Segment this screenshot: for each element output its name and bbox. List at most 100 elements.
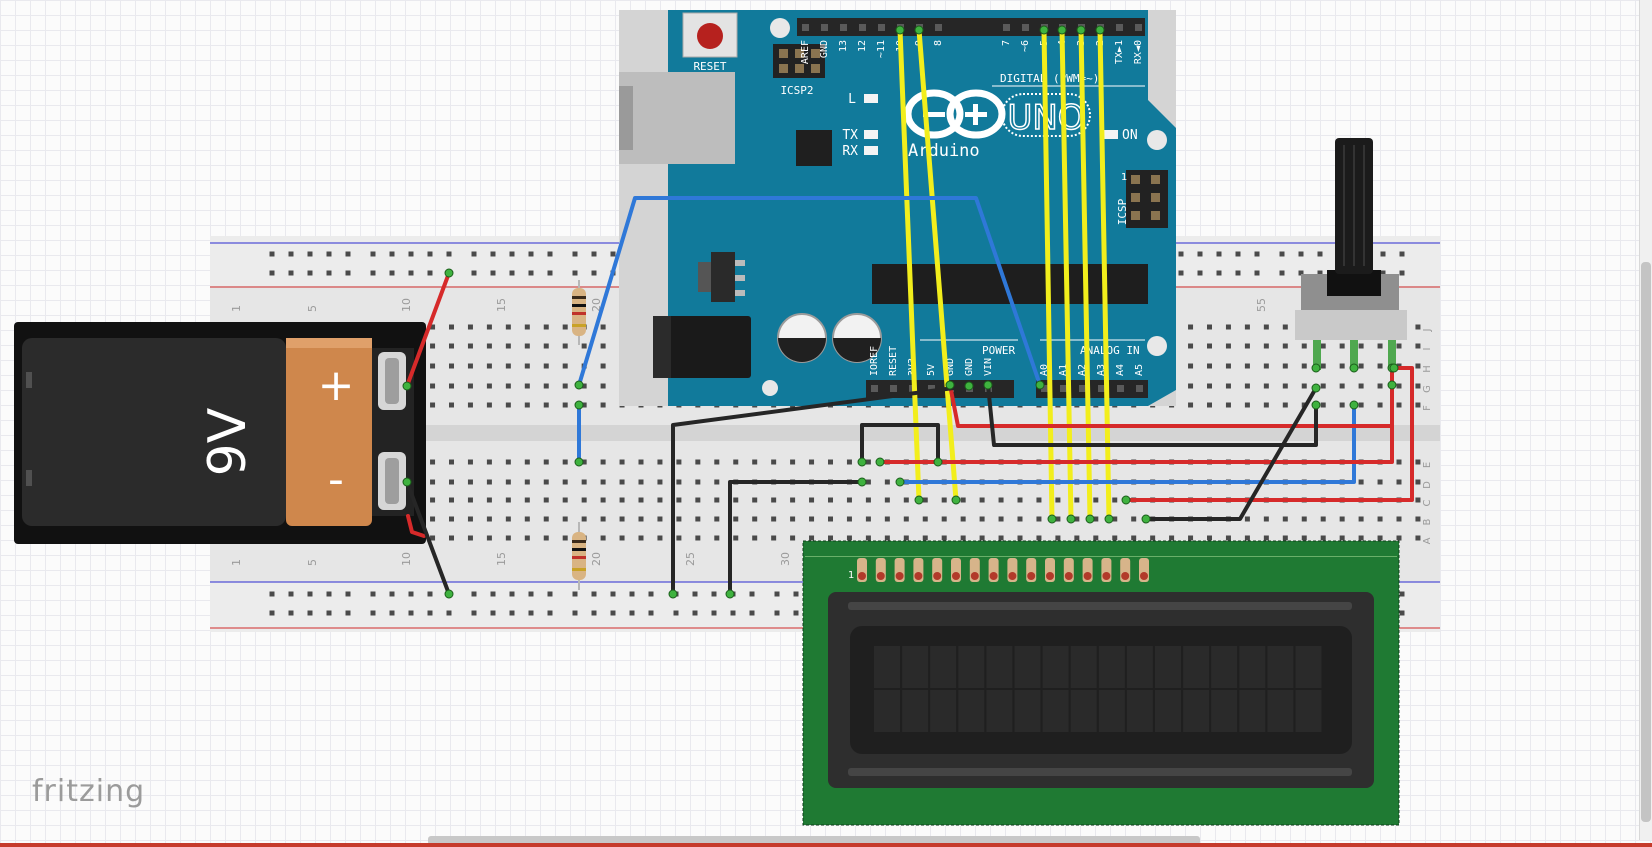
breadboard-hole[interactable] [676,516,682,522]
breadboard-hole[interactable] [543,383,549,389]
rail-hole[interactable] [370,591,376,597]
breadboard-hole[interactable] [922,535,928,541]
breadboard-hole[interactable] [486,324,492,330]
breadboard-hole[interactable] [1415,343,1421,349]
rail-hole[interactable] [692,591,698,597]
breadboard-hole[interactable] [1339,535,1345,541]
breadboard-hole[interactable] [600,324,606,330]
wire-endpoint[interactable] [725,589,735,599]
breadboard-hole[interactable] [1093,516,1099,522]
breadboard-hole[interactable] [960,535,966,541]
breadboard-hole[interactable] [1112,516,1118,522]
breadboard-hole[interactable] [505,324,511,330]
rail-hole[interactable] [345,591,351,597]
wire-endpoint[interactable] [1349,400,1359,410]
breadboard-hole[interactable] [1263,383,1269,389]
breadboard-hole[interactable] [752,516,758,522]
rail-hole[interactable] [1235,270,1241,276]
breadboard-hole[interactable] [524,459,530,465]
breadboard-hole[interactable] [657,459,663,465]
breadboard-hole[interactable] [771,459,777,465]
breadboard-hole[interactable] [524,324,530,330]
wire-endpoint[interactable] [1311,363,1321,373]
breadboard-hole[interactable] [486,402,492,408]
rail-hole[interactable] [793,591,799,597]
breadboard-hole[interactable] [1415,363,1421,369]
breadboard-hole[interactable] [1358,383,1364,389]
breadboard-hole[interactable] [865,497,871,503]
breadboard-hole[interactable] [1207,324,1212,330]
rail-hole[interactable] [307,270,313,276]
breadboard-hole[interactable] [1282,535,1288,541]
breadboard-hole[interactable] [1263,535,1269,541]
rail-hole[interactable] [1399,591,1405,597]
breadboard-hole[interactable] [505,479,511,485]
header-pin[interactable] [878,24,885,31]
breadboard-hole[interactable] [562,459,568,465]
breadboard-hole[interactable] [1263,402,1269,408]
breadboard-hole[interactable] [449,383,454,389]
breadboard-hole[interactable] [1301,343,1307,349]
rail-hole[interactable] [490,591,496,597]
rail-hole[interactable] [307,251,313,257]
breadboard-hole[interactable] [846,459,852,465]
breadboard-hole[interactable] [1339,402,1345,408]
rail-hole[interactable] [591,251,597,257]
breadboard-hole[interactable] [600,383,606,389]
breadboard-hole[interactable] [1415,497,1421,503]
breadboard-hole[interactable] [790,459,796,465]
rail-hole[interactable] [1254,270,1260,276]
wire-endpoint[interactable] [574,400,584,410]
breadboard-hole[interactable] [505,363,511,369]
breadboard-hole[interactable] [979,516,985,522]
breadboard-hole[interactable] [467,516,473,522]
rail-hole[interactable] [591,270,597,276]
wire-endpoint[interactable] [964,381,974,391]
breadboard-hole[interactable] [1074,497,1080,503]
breadboard-hole[interactable] [733,497,739,503]
breadboard-hole[interactable] [1112,497,1118,503]
breadboard-hole[interactable] [828,459,833,465]
breadboard-hole[interactable] [1244,324,1250,330]
rail-hole[interactable] [1254,251,1260,257]
breadboard-hole[interactable] [1150,535,1156,541]
breadboard-hole[interactable] [1415,479,1421,485]
rail-hole[interactable] [711,610,717,616]
header-pin[interactable] [802,24,809,31]
breadboard-hole[interactable] [486,343,492,349]
wire-endpoint[interactable] [857,477,867,487]
header-pin[interactable] [840,24,847,31]
rail-hole[interactable] [547,610,553,616]
rail-hole[interactable] [509,610,515,616]
breadboard-hole[interactable] [505,383,511,389]
header-pin[interactable] [1117,385,1124,392]
breadboard-hole[interactable] [1301,516,1307,522]
breadboard-hole[interactable] [449,497,454,503]
breadboard-hole[interactable] [430,459,436,465]
breadboard-hole[interactable] [1244,383,1250,389]
rail-hole[interactable] [408,610,414,616]
breadboard-hole[interactable] [1396,535,1402,541]
rail-hole[interactable] [509,591,515,597]
rail-hole[interactable] [389,270,395,276]
rail-hole[interactable] [389,610,395,616]
breadboard-hole[interactable] [467,383,473,389]
header-pin[interactable] [1135,24,1142,31]
breadboard-hole[interactable] [1339,383,1345,389]
rail-hole[interactable] [490,251,496,257]
breadboard-hole[interactable] [1358,535,1364,541]
rail-hole[interactable] [307,591,313,597]
breadboard-hole[interactable] [1415,383,1421,389]
breadboard-hole[interactable] [562,324,568,330]
breadboard-hole[interactable] [1225,535,1231,541]
resistor-bottom[interactable] [572,522,586,590]
breadboard-hole[interactable] [1225,363,1231,369]
breadboard-hole[interactable] [1377,363,1383,369]
breadboard-hole[interactable] [619,535,625,541]
breadboard-hole[interactable] [714,479,720,485]
breadboard-hole[interactable] [828,535,833,541]
breadboard-hole[interactable] [1320,535,1326,541]
breadboard-hole[interactable] [600,363,606,369]
breadboard-hole[interactable] [524,343,530,349]
breadboard-hole[interactable] [505,497,511,503]
